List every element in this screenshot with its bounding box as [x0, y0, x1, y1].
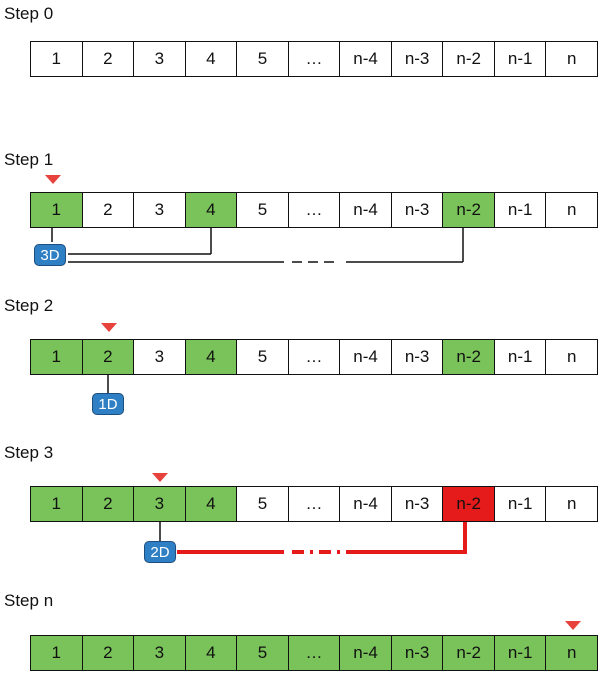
array-cell: n-1: [494, 636, 547, 670]
array-cell: n-2: [443, 636, 495, 670]
array-cell: …: [288, 340, 341, 374]
array-cell: n-2: [443, 42, 495, 76]
array-cell: 3: [134, 42, 186, 76]
step-3-pointer-icon: [152, 473, 168, 482]
array-cell: 3: [134, 340, 186, 374]
array-cell: …: [288, 636, 341, 670]
array-cell: …: [288, 42, 341, 76]
array-cell: 4: [185, 42, 238, 76]
array-cell: n-3: [391, 636, 444, 670]
step-2-pointer-icon: [101, 323, 117, 332]
array-cell: n: [546, 340, 598, 374]
array-cell: 3: [134, 487, 186, 521]
array-cell: n-4: [340, 340, 392, 374]
array-cell: 4: [185, 487, 238, 521]
step-2-title: Step 2: [4, 296, 54, 315]
array-cell: 2: [82, 340, 135, 374]
array-cell: n-2: [443, 193, 495, 227]
array-cell: n-4: [340, 636, 392, 670]
array-cell: n-2: [443, 487, 495, 521]
array-cell: 1: [31, 636, 83, 670]
array-cell: n-3: [391, 340, 444, 374]
array-cell: 2: [82, 636, 135, 670]
array-cell: 1: [31, 340, 83, 374]
array-cell: 4: [185, 193, 238, 227]
step-3-title: Step 3: [4, 443, 54, 462]
array-cell: n: [546, 636, 598, 670]
array-cell: 5: [237, 636, 289, 670]
array-cell: n: [546, 193, 598, 227]
step-n-pointer-icon: [565, 621, 581, 630]
array-cell: 1: [31, 193, 83, 227]
array-cell: 2: [82, 487, 135, 521]
array-cell: n: [546, 487, 598, 521]
array-cell: n-4: [340, 193, 392, 227]
step-n-title: Step n: [4, 591, 54, 610]
array-cell: 3: [134, 193, 186, 227]
step-1-pointer-icon: [45, 175, 61, 184]
array-cell: n-1: [494, 340, 547, 374]
step-1-title: Step 1: [4, 150, 54, 169]
array-cell: …: [288, 487, 341, 521]
array-cell: n-4: [340, 487, 392, 521]
array-cell: n-1: [494, 42, 547, 76]
array-cell: 1: [31, 487, 83, 521]
array-cell: n-4: [340, 42, 392, 76]
step-3-badge: 2D: [144, 541, 176, 563]
array-cell: 3: [134, 636, 186, 670]
array-cell: 4: [185, 636, 238, 670]
array-cell: n-3: [391, 42, 444, 76]
step-2-badge: 1D: [92, 393, 124, 415]
array-cell: 5: [237, 487, 289, 521]
step-1-badge: 3D: [34, 244, 66, 266]
array-cell: 5: [237, 42, 289, 76]
array-cell: n-3: [391, 193, 444, 227]
array-cell: …: [288, 193, 341, 227]
array-cell: 4: [185, 340, 238, 374]
step-0-title: Step 0: [4, 4, 54, 23]
array-cell: n: [546, 42, 598, 76]
array-cell: 2: [82, 193, 135, 227]
array-cell: n-1: [494, 487, 547, 521]
array-cell: 1: [31, 42, 83, 76]
array-cell: n-3: [391, 487, 444, 521]
array-cell: 5: [237, 193, 289, 227]
array-cell: 5: [237, 340, 289, 374]
array-cell: n-2: [443, 340, 495, 374]
array-cell: 2: [82, 42, 135, 76]
array-cell: n-1: [494, 193, 547, 227]
